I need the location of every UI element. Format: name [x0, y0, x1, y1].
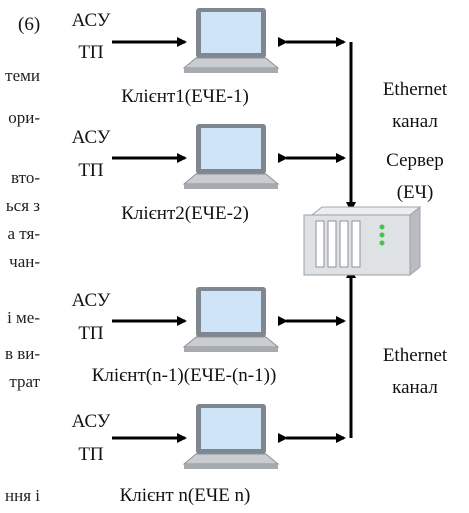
laptop-icon [182, 124, 280, 189]
server-icon [303, 205, 422, 277]
client-name: Клієнт2(ЕЧЕ-2) [121, 203, 249, 224]
left-text-fragment: трат [9, 372, 40, 391]
channel-label-bottom: канал [392, 377, 438, 398]
input-label: ТП [78, 323, 104, 344]
client-name: Клієнт1(ЕЧЕ-1) [121, 86, 249, 107]
input-label: ТП [78, 444, 104, 465]
left-text-fragment: чан- [9, 252, 40, 271]
laptop-icon [182, 404, 280, 469]
channel-label-bottom: Ethernet [382, 345, 448, 366]
equation-number: (6) [18, 14, 41, 35]
server-label: Сервер [386, 150, 444, 171]
left-text-fragment: теми [5, 66, 40, 85]
channel-label-top: канал [392, 111, 438, 132]
input-label: АСУ [71, 411, 111, 432]
client-name: Клієнт(n-1)(ЕЧЕ-(n-1)) [91, 365, 277, 386]
laptop-icon [182, 287, 280, 352]
left-text-fragment: ння і [5, 486, 40, 505]
input-label: ТП [78, 42, 104, 63]
input-label: АСУ [71, 127, 111, 148]
channel-label-top: Ethernet [382, 79, 448, 100]
input-label: АСУ [71, 10, 111, 31]
input-label: АСУ [71, 290, 111, 311]
left-text-fragment: ься з [5, 196, 40, 215]
left-text-fragment: і ме- [7, 308, 40, 327]
left-text-fragment: в ви- [4, 344, 40, 363]
laptop-icon [182, 8, 280, 73]
input-label: ТП [78, 160, 104, 181]
server-label: (ЕЧ) [396, 182, 434, 203]
left-text-fragment: вто- [11, 168, 40, 187]
client-name: Клієнт n(ЕЧЕ n) [119, 485, 251, 506]
left-text-fragment: а тя- [7, 224, 40, 243]
left-text-fragment: ори- [8, 108, 40, 127]
